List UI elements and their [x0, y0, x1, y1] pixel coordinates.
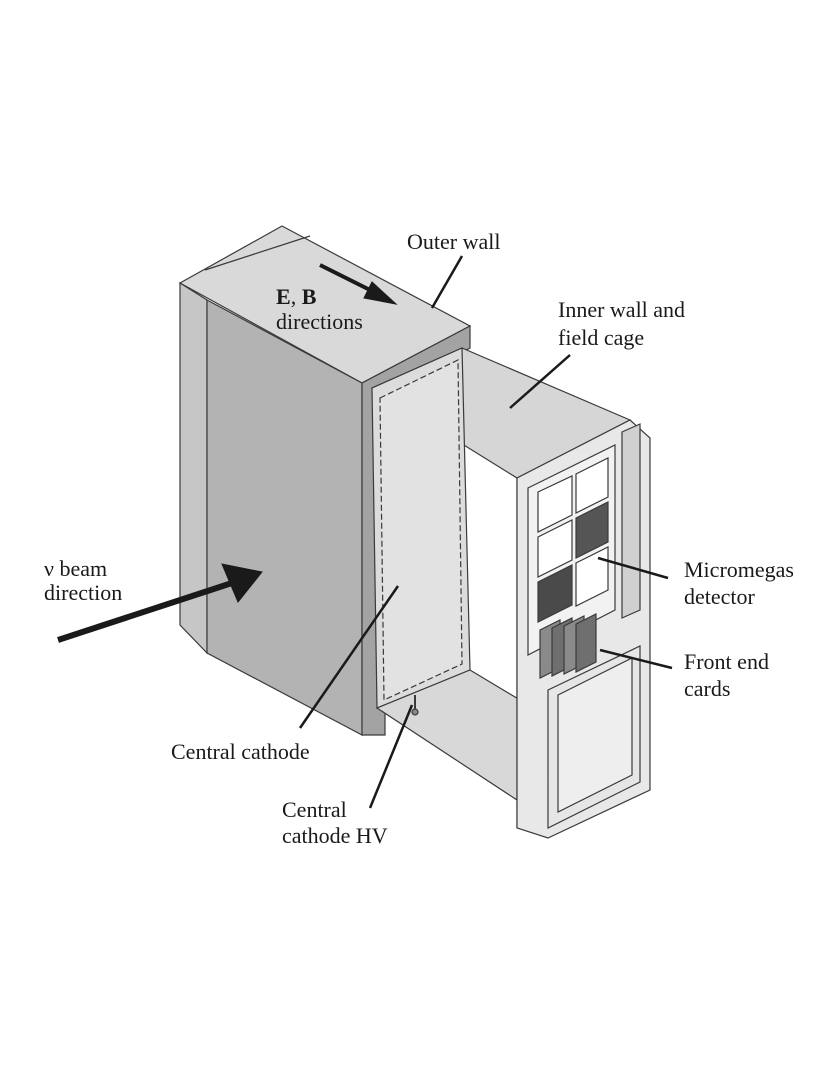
beam-arrow-shaft: [57, 579, 236, 643]
leader-cathode-hv: [368, 704, 414, 809]
label-frontend-1: Front end: [684, 649, 769, 674]
micromegas-module-6: [575, 546, 609, 607]
label-beam-1: ν beam: [44, 556, 108, 581]
end-plate: [516, 419, 651, 839]
inner-wall-field-cage: [370, 347, 632, 828]
end-plate-cover-inner: [557, 657, 633, 813]
arrows: [57, 263, 398, 643]
leader-lines: [298, 255, 673, 809]
label-frontend-2: cards: [684, 676, 731, 701]
cathode-hv-connector: [411, 708, 419, 716]
end-plate-rail: [621, 423, 641, 619]
micromegas-module-3: [537, 519, 573, 578]
label-eb-directions: directions: [276, 309, 363, 334]
label-beam-2: direction: [44, 580, 123, 605]
leader-central-cathode: [298, 585, 400, 729]
label-outer-wall: Outer wall: [407, 229, 501, 254]
micromegas-module-4: [575, 501, 609, 559]
micromegas-module-1: [537, 475, 573, 533]
leader-inner-wall: [509, 354, 571, 409]
label-micromegas-1: Micromegas: [684, 557, 794, 582]
label-inner-wall-2: field cage: [558, 325, 645, 350]
label-eb: E, B: [276, 284, 316, 310]
label-cathode-hv-2: cathode HV: [282, 823, 388, 848]
label-eb-b: B: [301, 284, 317, 309]
central-cathode-plane: [379, 359, 463, 701]
eb-arrow-head: [363, 281, 398, 305]
label-central-cathode: Central cathode: [171, 739, 310, 764]
outer-wall: [178, 225, 472, 736]
label-micromegas-2: detector: [684, 584, 755, 609]
leader-outer-wall: [430, 255, 464, 309]
outer-wall-top-edge: [204, 235, 311, 271]
label-eb-e: E: [276, 284, 291, 309]
front-end-card-4: [575, 613, 597, 673]
label-inner-wall-1: Inner wall and: [558, 297, 686, 322]
label-cathode-hv-1: Central: [282, 797, 347, 822]
micromegas-module-5: [537, 564, 573, 623]
micromegas-module-2: [575, 457, 609, 514]
leader-micromegas: [597, 556, 669, 580]
beam-arrow-head: [221, 563, 263, 603]
label-eb-sep: ,: [290, 284, 302, 309]
leader-front-end: [599, 648, 673, 670]
